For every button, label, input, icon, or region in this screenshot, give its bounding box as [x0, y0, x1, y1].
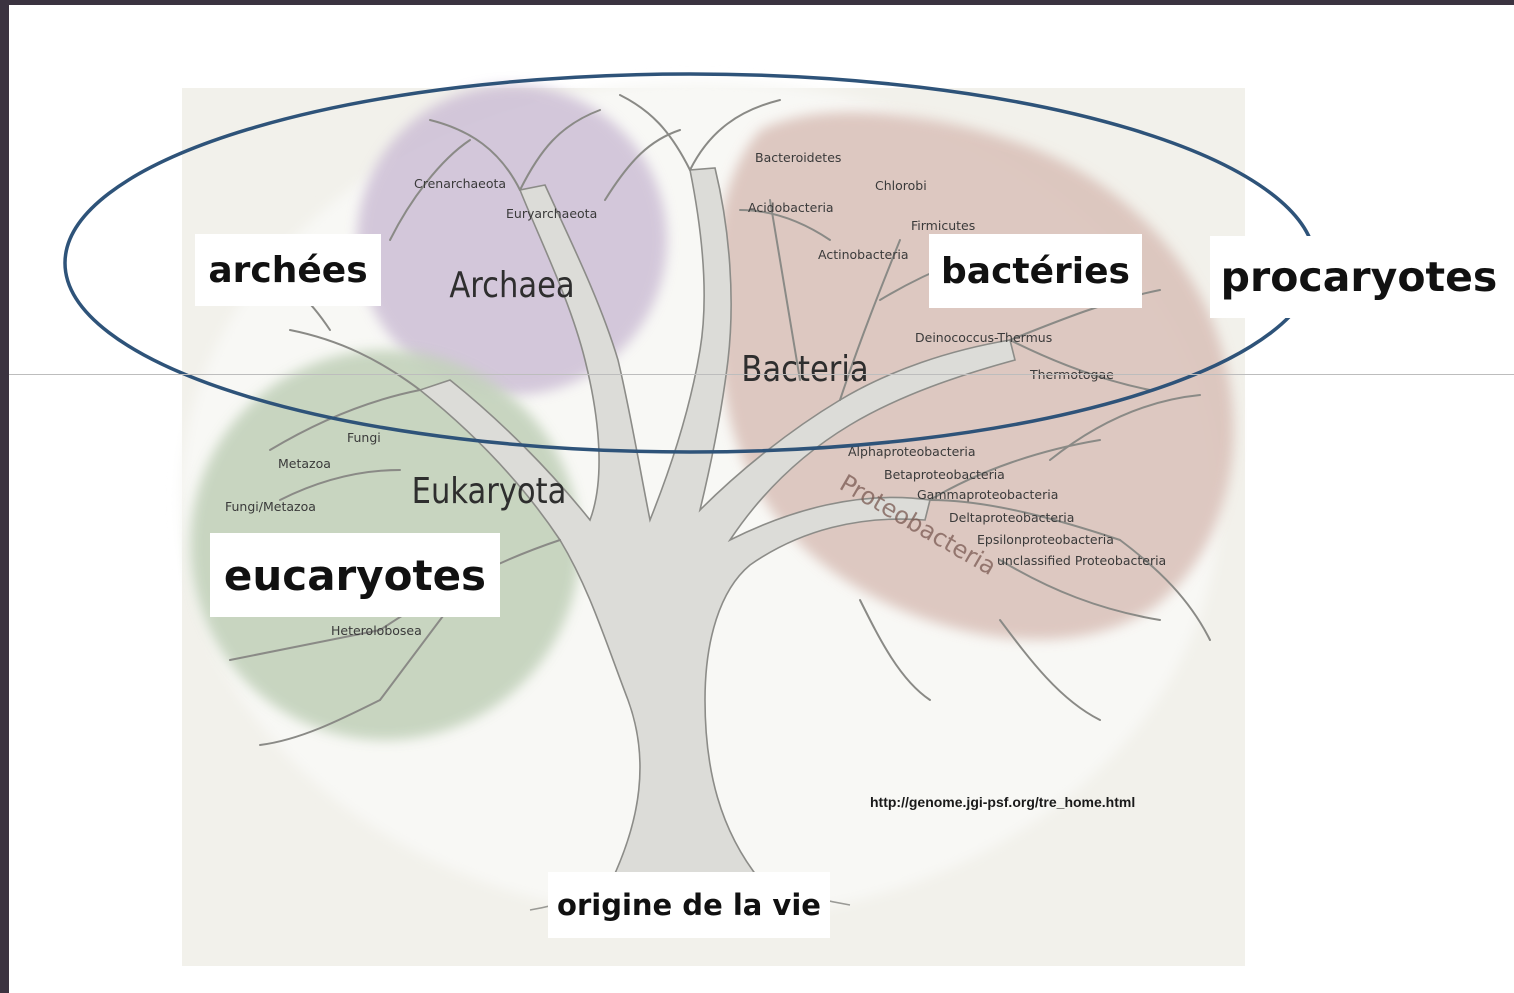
- label-bacteries: bactéries: [929, 234, 1142, 308]
- label-origine-de-la-vie: origine de la vie: [548, 872, 830, 938]
- taxon-heterolobosea: Heterolobosea: [331, 623, 422, 638]
- taxon-bacteroidetes: Bacteroidetes: [755, 150, 841, 165]
- taxon-betaproteobacteria: Betaproteobacteria: [884, 467, 1005, 482]
- left-frame-bar: [0, 0, 9, 993]
- taxon-actinobacteria: Actinobacteria: [818, 247, 908, 262]
- taxon-deinococcus: Deinococcus-Thermus: [915, 330, 1052, 345]
- taxon-deltaproteobacteria: Deltaproteobacteria: [949, 510, 1074, 525]
- clade-eukaryota: Eukaryota: [412, 470, 567, 512]
- label-procaryotes: procaryotes: [1210, 236, 1508, 318]
- taxon-acidobacteria: Acidobacteria: [748, 200, 834, 215]
- taxon-alphaproteobacteria: Alphaproteobacteria: [848, 444, 976, 459]
- source-url: http://genome.jgi-psf.org/tre_home.html: [870, 794, 1136, 810]
- taxon-firmicutes: Firmicutes: [911, 218, 975, 233]
- taxon-metazoa: Metazoa: [278, 456, 331, 471]
- top-frame-bar: [0, 0, 1514, 5]
- clade-archaea: Archaea: [449, 264, 574, 306]
- clade-bacteria: Bacteria: [741, 348, 868, 390]
- taxon-unclassified-proteobacteria: unclassified Proteobacteria: [997, 553, 1166, 568]
- taxon-fungi-metazoa: Fungi/Metazoa: [225, 499, 316, 514]
- archaea-region: [357, 85, 667, 395]
- taxon-chlorobi: Chlorobi: [875, 178, 927, 193]
- label-archees: archées: [195, 234, 381, 306]
- label-eucaryotes: eucaryotes: [210, 533, 500, 617]
- taxon-euryarchaeota: Euryarchaeota: [506, 206, 597, 221]
- horizontal-rule: [9, 374, 1514, 375]
- taxon-crenarchaeota: Crenarchaeota: [414, 176, 506, 191]
- taxon-fungi: Fungi: [347, 430, 381, 445]
- taxon-gammaproteobacteria: Gammaproteobacteria: [917, 487, 1058, 502]
- taxon-epsilonproteobacteria: Epsilonproteobacteria: [977, 532, 1114, 547]
